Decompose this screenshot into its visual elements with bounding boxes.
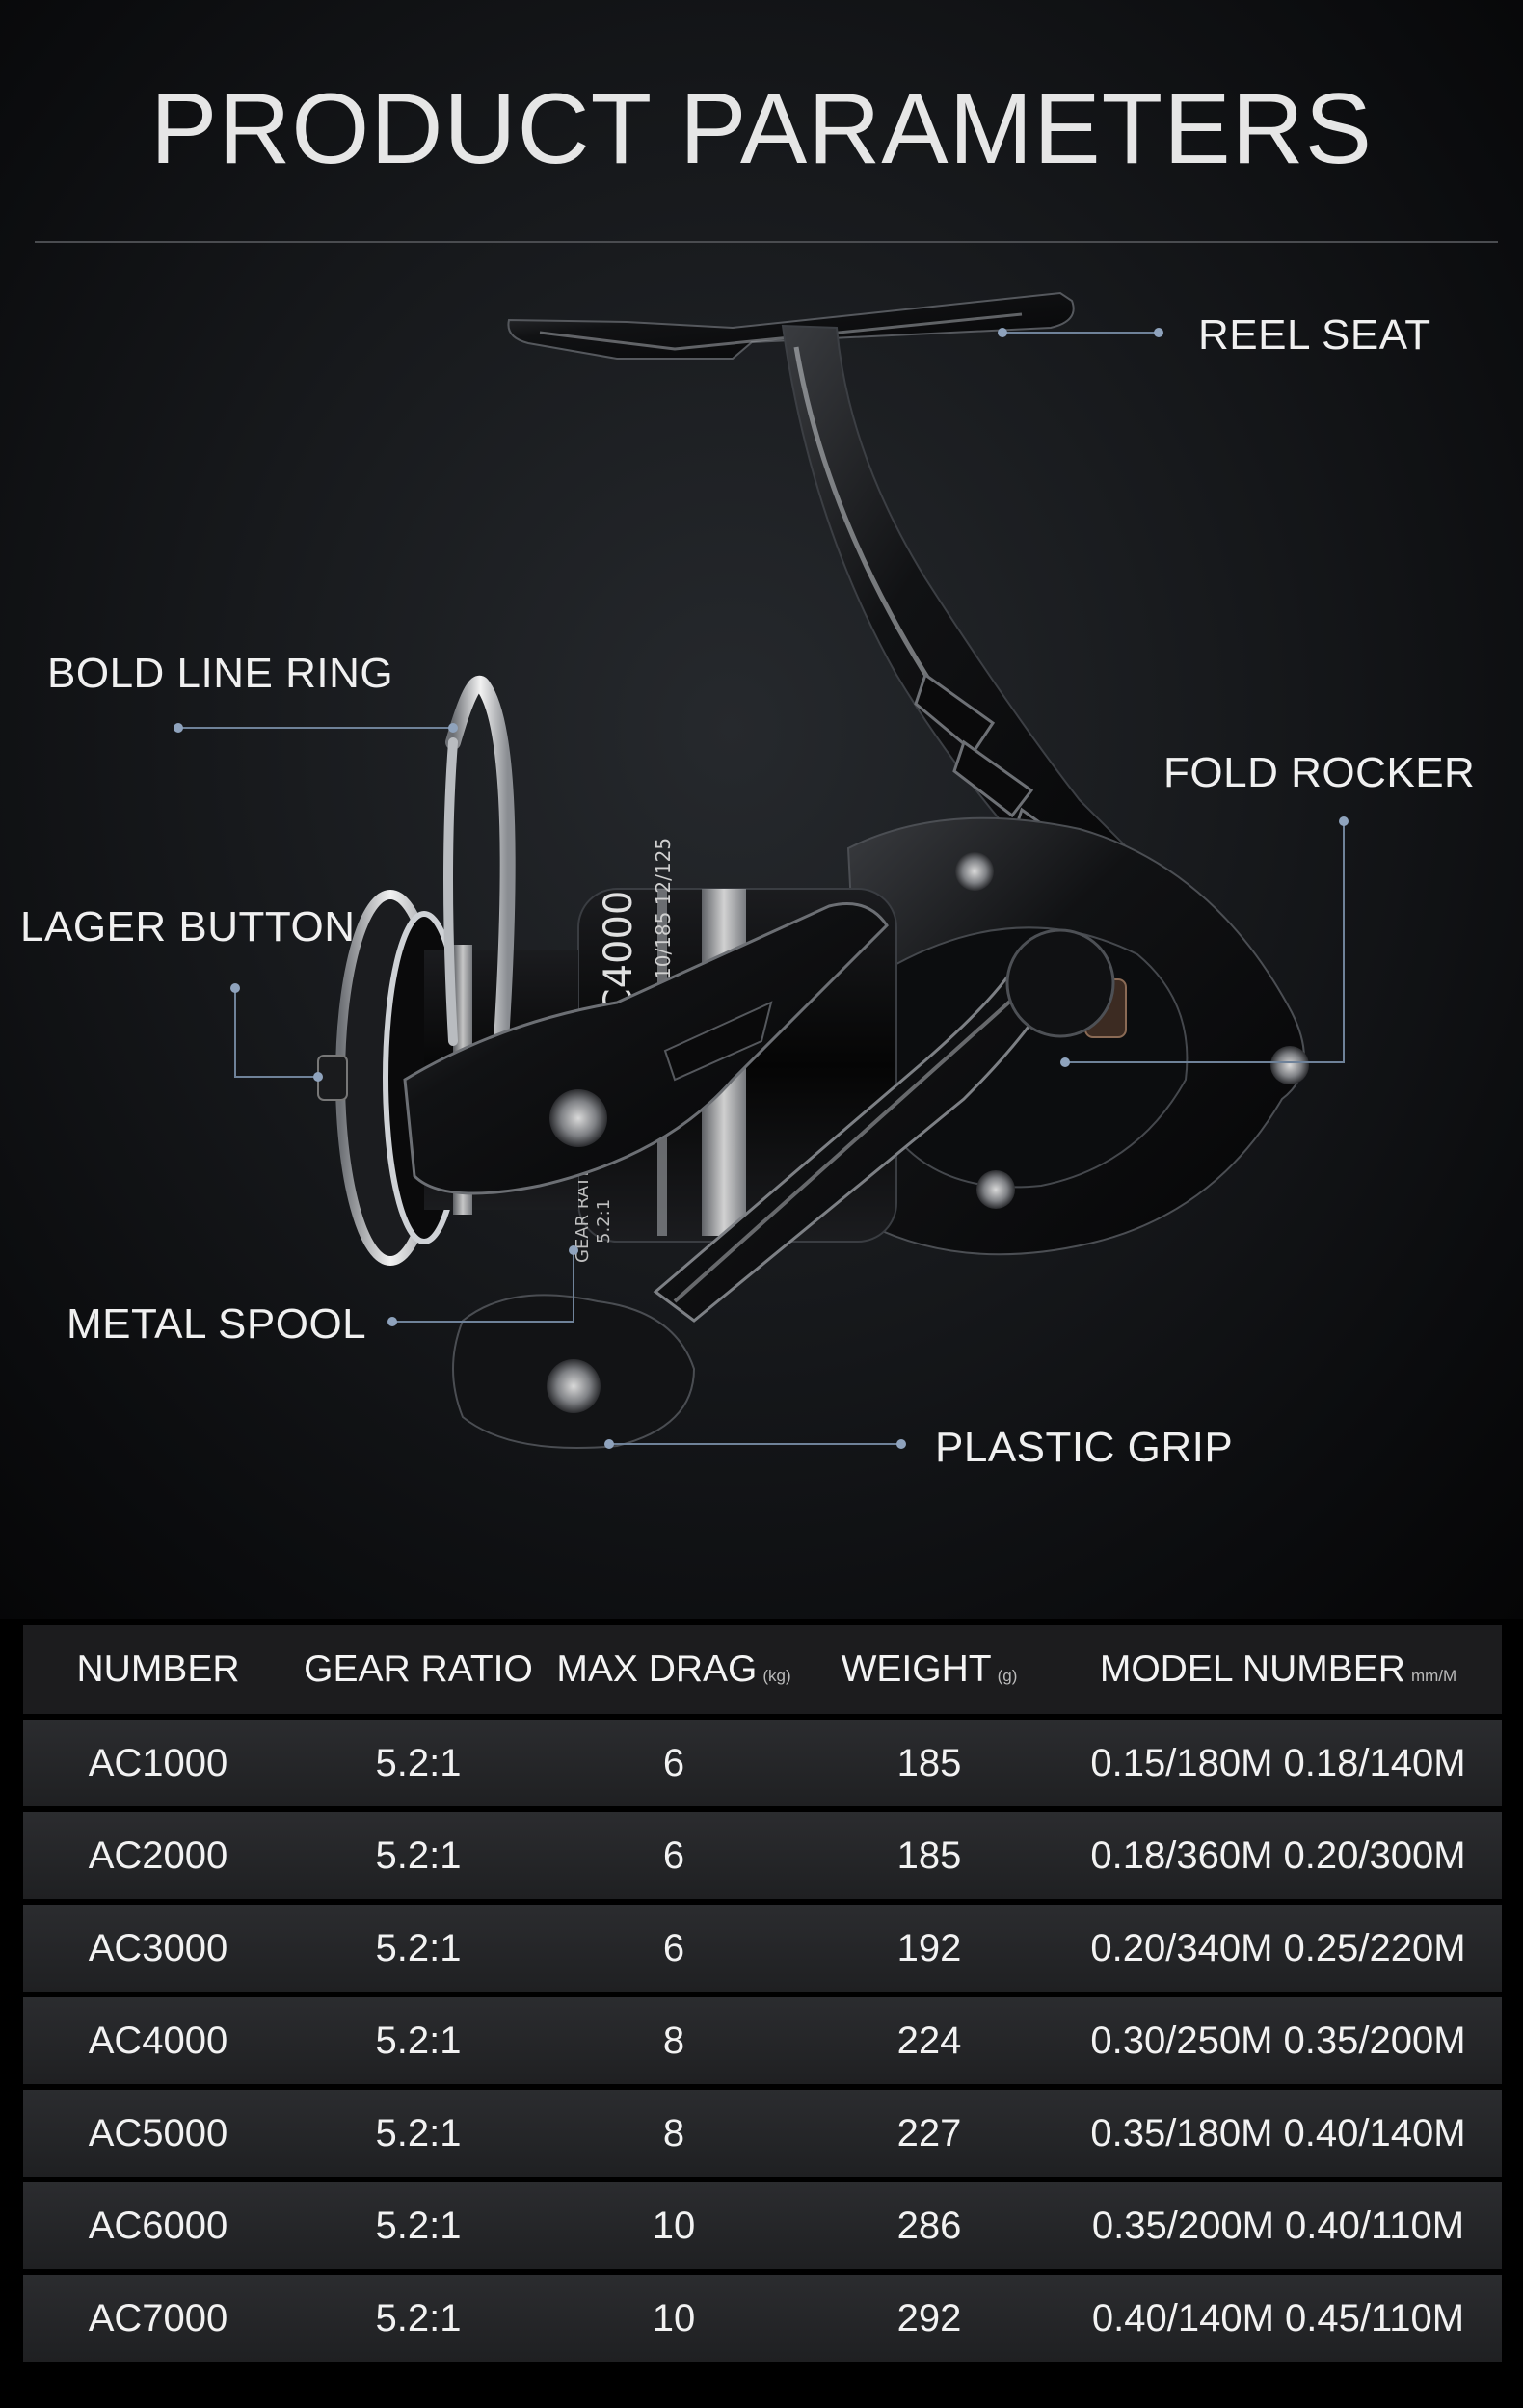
cell-model-number: 0.35/180M 0.40/140M	[1090, 2111, 1466, 2154]
callout-leader-lines	[178, 332, 1345, 1445]
header-number: NUMBER	[76, 1648, 240, 1690]
cell-weight: 292	[896, 2296, 962, 2340]
header-gear-ratio: GEAR RATIO	[304, 1648, 533, 1690]
cell-model-number: 0.35/200M 0.40/110M	[1091, 2204, 1465, 2247]
table-row: AC1000 5.2:1 6 185 0.15/180M 0.18/140M	[23, 1714, 1502, 1806]
cell-weight: 224	[896, 2019, 962, 2062]
cell-max-drag: 8	[662, 2111, 685, 2154]
header-weight: WEIGHT(g)	[841, 1648, 1018, 1690]
cell-number: AC2000	[88, 1833, 228, 1877]
callout-reel-seat: REEL SEAT	[1198, 311, 1431, 359]
cell-max-drag: 8	[662, 2019, 685, 2062]
gear-ratio-value-print: 5.2:1	[594, 1199, 614, 1244]
table-row: AC5000 5.2:1 8 227 0.35/180M 0.40/140M	[23, 2084, 1502, 2177]
cell-max-drag: 6	[662, 1833, 685, 1877]
callout-fold-rocker: FOLD ROCKER	[1163, 749, 1476, 796]
header-max-drag: MAX DRAG(kg)	[556, 1648, 791, 1690]
cell-gear-ratio: 5.2:1	[375, 1926, 462, 1969]
cell-gear-ratio: 5.2:1	[375, 2111, 462, 2154]
table-row: AC4000 5.2:1 8 224 0.30/250M 0.35/200M	[23, 1992, 1502, 2084]
spec-table: NUMBER GEAR RATIO MAX DRAG(kg) WEIGHT(g)…	[23, 1625, 1502, 2362]
table-row: AC7000 5.2:1 10 292 0.40/140M 0.45/110M	[23, 2269, 1502, 2362]
cell-gear-ratio: 5.2:1	[375, 2204, 462, 2247]
spec-table-header: NUMBER GEAR RATIO MAX DRAG(kg) WEIGHT(g)…	[23, 1625, 1502, 1714]
cell-number: AC1000	[88, 1741, 228, 1784]
cell-max-drag: 10	[652, 2204, 696, 2247]
cell-max-drag: 6	[662, 1926, 685, 1969]
cell-model-number: 0.40/140M 0.45/110M	[1091, 2296, 1465, 2340]
callout-metal-spool: METAL SPOOL	[67, 1300, 367, 1348]
cell-number: AC4000	[88, 2019, 228, 2062]
cell-number: AC6000	[88, 2204, 228, 2247]
cell-max-drag: 6	[662, 1741, 685, 1784]
cell-gear-ratio: 5.2:1	[375, 2019, 462, 2062]
spinning-reel-illustration: AC4000 8/270 10/185 12/125 GEAR RATIO 5.…	[174, 291, 1349, 1449]
cell-max-drag: 10	[652, 2296, 696, 2340]
cell-model-number: 0.15/180M 0.18/140M	[1090, 1741, 1466, 1784]
table-row: AC3000 5.2:1 6 192 0.20/340M 0.25/220M	[23, 1899, 1502, 1992]
product-stage: PRODUCT PARAMETERS	[0, 0, 1523, 1619]
cell-weight: 192	[896, 1926, 962, 1969]
callout-bold-line-ring: BOLD LINE RING	[47, 650, 394, 697]
cell-gear-ratio: 5.2:1	[375, 1741, 462, 1784]
cell-number: AC5000	[88, 2111, 228, 2154]
cell-model-number: 0.18/360M 0.20/300M	[1090, 1833, 1466, 1877]
cell-gear-ratio: 5.2:1	[375, 1833, 462, 1877]
cell-weight: 286	[896, 2204, 962, 2247]
header-weight-unit: (g)	[997, 1667, 1018, 1685]
cell-weight: 227	[896, 2111, 962, 2154]
header-max-drag-unit: (kg)	[762, 1667, 791, 1685]
callout-lager-button: LAGER BUTTON	[20, 903, 356, 950]
table-row: AC6000 5.2:1 10 286 0.35/200M 0.40/110M	[23, 2177, 1502, 2269]
callout-plastic-grip: PLASTIC GRIP	[935, 1424, 1234, 1471]
page-title: PRODUCT PARAMETERS	[149, 73, 1374, 185]
cell-model-number: 0.20/340M 0.25/220M	[1090, 1926, 1466, 1969]
cell-number: AC7000	[88, 2296, 228, 2340]
callout-leader-dots	[174, 328, 1349, 1449]
table-row: AC2000 5.2:1 6 185 0.18/360M 0.20/300M	[23, 1806, 1502, 1899]
cell-gear-ratio: 5.2:1	[375, 2296, 462, 2340]
cell-weight: 185	[896, 1741, 962, 1784]
title-divider	[35, 241, 1498, 243]
cell-weight: 185	[896, 1833, 962, 1877]
cell-model-number: 0.30/250M 0.35/200M	[1090, 2019, 1466, 2062]
cell-number: AC3000	[88, 1926, 228, 1969]
header-model-number-unit: mm/M	[1410, 1667, 1457, 1685]
